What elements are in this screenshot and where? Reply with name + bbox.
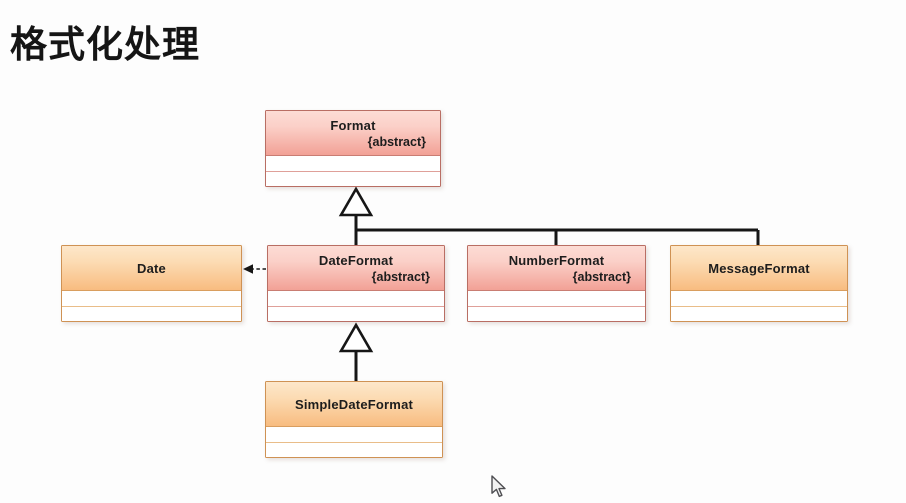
- dependency-arrowhead: [243, 264, 253, 274]
- class-box-format: Format {abstract}: [265, 110, 441, 187]
- page-title: 格式化处理: [10, 23, 200, 66]
- class-box-simpledateformat: SimpleDateFormat: [265, 381, 443, 458]
- class-header: Format {abstract}: [266, 111, 440, 156]
- arrow-pointer-icon: [491, 475, 506, 498]
- class-box-messageformat: MessageFormat: [670, 245, 848, 322]
- operations-compartment: [268, 305, 444, 321]
- attributes-compartment: [671, 291, 847, 306]
- operations-compartment: [468, 305, 645, 321]
- class-stereotype: {abstract}: [572, 269, 631, 284]
- attributes-compartment: [62, 291, 241, 306]
- inheritance-triangle-dateformat: [338, 322, 374, 353]
- class-box-date: Date: [61, 245, 242, 322]
- class-name: NumberFormat: [508, 252, 605, 268]
- class-name: SimpleDateFormat: [294, 396, 414, 412]
- inheritance-connector-to-format: [354, 214, 760, 246]
- operations-compartment: [62, 305, 241, 321]
- class-name: Format: [330, 117, 376, 133]
- class-header: DateFormat {abstract}: [268, 246, 444, 291]
- class-header: NumberFormat {abstract}: [468, 246, 645, 291]
- attributes-compartment: [266, 156, 440, 171]
- attributes-compartment: [268, 291, 444, 306]
- attributes-compartment: [468, 291, 645, 306]
- class-stereotype: {abstract}: [371, 269, 430, 284]
- class-header: SimpleDateFormat: [266, 382, 442, 427]
- dependency-dashed-arrow: [243, 264, 266, 274]
- class-header: Date: [62, 246, 241, 291]
- operations-compartment: [266, 170, 440, 186]
- class-box-numberformat: NumberFormat {abstract}: [467, 245, 646, 322]
- class-name: DateFormat: [318, 252, 394, 268]
- class-stereotype: {abstract}: [367, 134, 426, 149]
- class-box-dateformat: DateFormat {abstract}: [267, 245, 445, 322]
- inheritance-triangle-format: [338, 186, 374, 217]
- class-name: Date: [137, 260, 166, 276]
- operations-compartment: [266, 441, 442, 457]
- attributes-compartment: [266, 427, 442, 442]
- class-name: MessageFormat: [708, 260, 810, 276]
- operations-compartment: [671, 305, 847, 321]
- class-header: MessageFormat: [671, 246, 847, 291]
